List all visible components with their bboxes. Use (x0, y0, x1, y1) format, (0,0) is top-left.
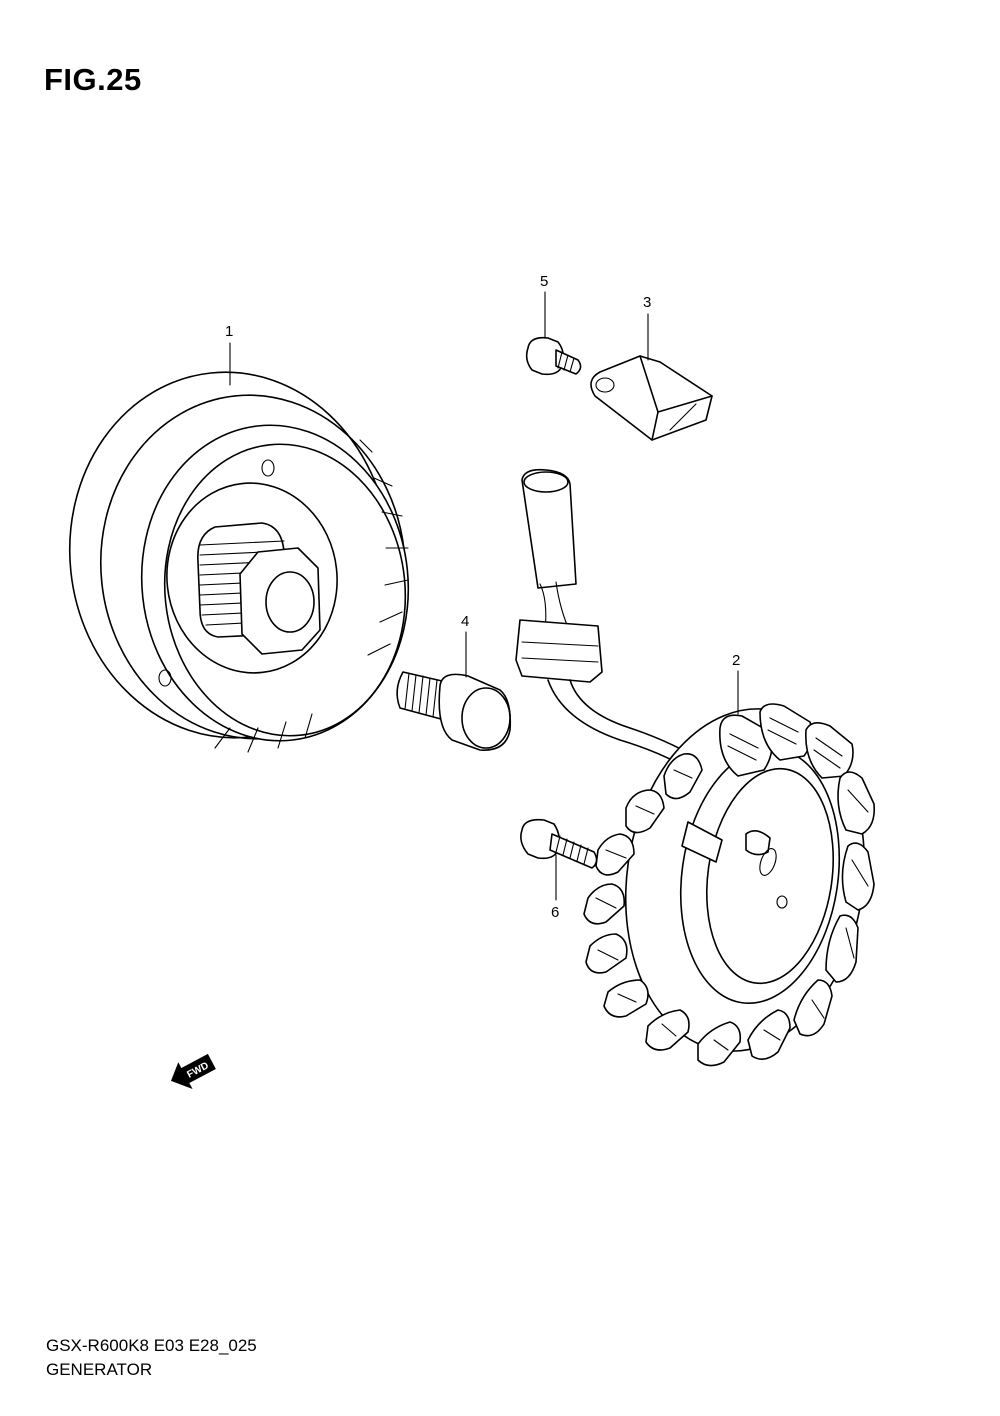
callout-3: 3 (643, 294, 651, 311)
part-stator-bolt[interactable] (520, 818, 598, 869)
callout-1: 1 (225, 323, 233, 340)
figure-title: FIG.25 (44, 62, 142, 97)
callout-leaders (229, 291, 739, 901)
part-rotor-bolt[interactable] (396, 671, 512, 751)
model-code: GSX-R600K8 E03 E28_025 (46, 1336, 257, 1355)
callout-5: 5 (540, 273, 548, 290)
figure-name: GENERATOR (46, 1360, 153, 1379)
part-rotor[interactable] (52, 356, 424, 754)
part-stator[interactable] (515, 468, 886, 1067)
callout-4: 4 (461, 613, 469, 630)
part-clamp[interactable] (590, 355, 713, 441)
callout-6: 6 (551, 904, 559, 921)
fwd-arrow-icon: FWD (170, 1053, 216, 1090)
part-clamp-screw[interactable] (525, 336, 582, 376)
callout-2: 2 (732, 652, 740, 669)
